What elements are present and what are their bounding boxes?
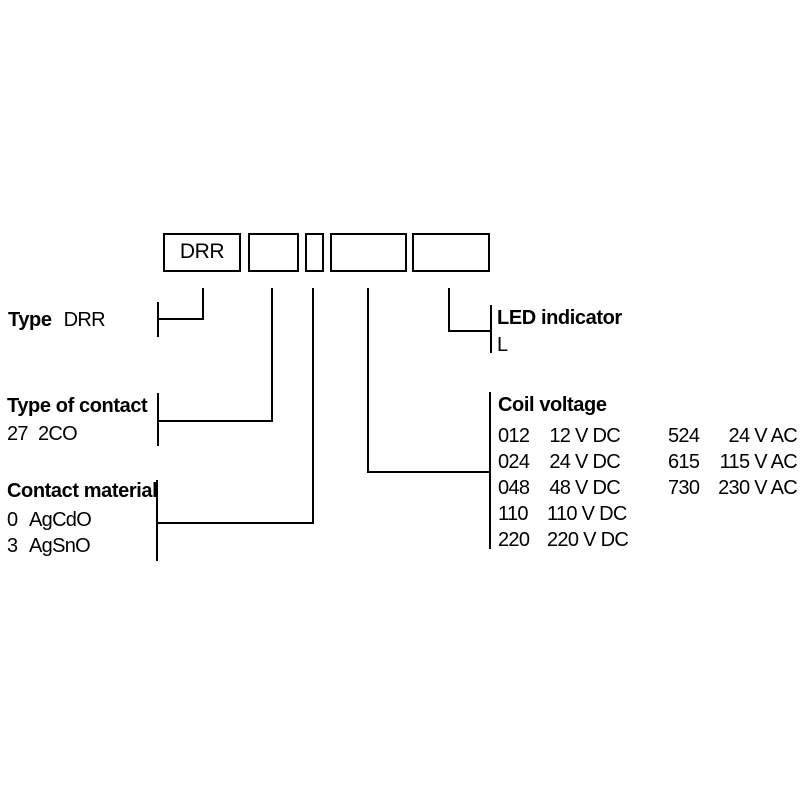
coil-voltage-ac-row: 730 230 V AC bbox=[668, 475, 798, 501]
coil-voltage-code: 220 bbox=[498, 529, 530, 551]
coil-voltage-code: 615 bbox=[668, 451, 700, 473]
contact-material-entry: 3 AgSnO bbox=[7, 533, 91, 559]
connector-coil-voltage-tick bbox=[489, 392, 491, 549]
contact-material-entry-code: 0 bbox=[7, 509, 18, 531]
coil-voltage-code: 110 bbox=[498, 503, 528, 525]
coil-voltage-value: 110 V DC bbox=[547, 503, 627, 525]
connector-contact-material-vertical bbox=[312, 288, 314, 524]
coil-voltage-title: Coil voltage bbox=[498, 394, 607, 416]
contact-material-title: Contact material bbox=[7, 480, 158, 502]
connector-contact-material-tick bbox=[156, 480, 158, 561]
contact-material-entry-value: AgCdO bbox=[29, 509, 92, 531]
coil-voltage-dc-row: 024 24 V DC bbox=[498, 449, 621, 475]
type-label-row: Type DRR bbox=[8, 307, 106, 333]
led-indicator-entry-code: L bbox=[497, 334, 508, 356]
code-box-type: DRR bbox=[163, 233, 241, 272]
coil-voltage-ac-row: 524 24 V AC bbox=[668, 423, 798, 449]
connector-type-tick bbox=[157, 302, 159, 337]
connector-type-of-contact-horizontal bbox=[158, 420, 273, 422]
connector-type-of-contact-vertical bbox=[271, 288, 273, 422]
coil-voltage-code: 012 bbox=[498, 425, 530, 447]
coil-voltage-value: 24 V AC bbox=[728, 425, 798, 447]
coil-voltage-value: 24 V DC bbox=[549, 451, 620, 473]
led-indicator-title: LED indicator bbox=[497, 307, 622, 329]
coil-voltage-code: 024 bbox=[498, 451, 530, 473]
coil-voltage-dc-row: 110 110 V DC bbox=[498, 501, 627, 527]
type-of-contact-entry-value: 2CO bbox=[38, 423, 78, 445]
code-box-type-label: DRR bbox=[179, 240, 225, 263]
coil-voltage-dc-row: 012 12 V DC bbox=[498, 423, 621, 449]
contact-material-entry-value: AgSnO bbox=[29, 535, 91, 557]
coil-voltage-value: 48 V DC bbox=[549, 477, 620, 499]
coil-voltage-ac-row: 615 115 V AC bbox=[668, 449, 798, 475]
contact-material-entry: 0 AgCdO bbox=[7, 507, 92, 533]
connector-led-vertical bbox=[448, 288, 450, 332]
connector-led-tick bbox=[490, 305, 492, 353]
contact-material-entry-code: 3 bbox=[7, 535, 18, 557]
type-of-contact-title: Type of contact bbox=[7, 395, 148, 417]
code-box-coil-voltage bbox=[330, 233, 407, 272]
coil-voltage-code: 730 bbox=[668, 477, 700, 499]
type-value: DRR bbox=[63, 309, 106, 331]
coil-voltage-value: 115 V AC bbox=[719, 451, 798, 473]
coil-voltage-dc-row: 048 48 V DC bbox=[498, 475, 621, 501]
coil-voltage-value: 12 V DC bbox=[549, 425, 620, 447]
coil-voltage-value: 220 V DC bbox=[547, 529, 629, 551]
coil-voltage-dc-row: 220 220 V DC bbox=[498, 527, 629, 553]
type-title: Type bbox=[8, 309, 52, 331]
code-box-type-of-contact bbox=[248, 233, 299, 272]
type-of-contact-entry-code: 27 bbox=[7, 423, 29, 445]
coil-voltage-code: 048 bbox=[498, 477, 530, 499]
code-box-contact-material bbox=[305, 233, 324, 272]
code-box-led-indicator bbox=[412, 233, 490, 272]
connector-type-of-contact-tick bbox=[157, 393, 159, 446]
coil-voltage-ac-list: 524 24 V AC 615 115 V AC 730 230 V AC bbox=[668, 423, 798, 501]
type-of-contact-entry: 27 2CO bbox=[7, 421, 78, 447]
coil-voltage-dc-list: 012 12 V DC 024 24 V DC 048 48 V DC 110 … bbox=[498, 423, 629, 553]
coil-voltage-value: 230 V AC bbox=[718, 477, 798, 499]
connector-coil-voltage-horizontal bbox=[367, 471, 491, 473]
connector-coil-voltage-vertical bbox=[367, 288, 369, 473]
connector-type-vertical bbox=[202, 288, 204, 320]
connector-contact-material-horizontal bbox=[156, 522, 314, 524]
connector-type-horizontal bbox=[158, 318, 204, 320]
coil-voltage-code: 524 bbox=[668, 425, 700, 447]
connector-led-horizontal bbox=[448, 330, 491, 332]
